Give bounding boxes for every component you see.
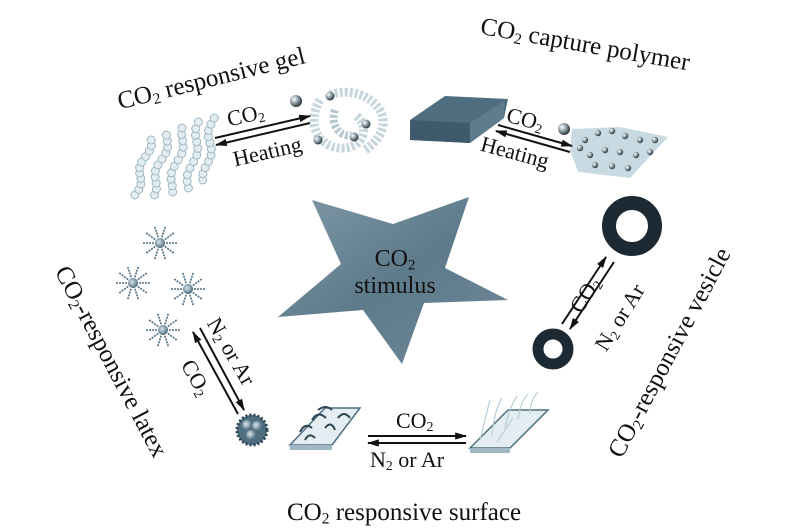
gel-bead <box>193 117 203 127</box>
latex-particle <box>142 225 178 261</box>
gel-bead <box>161 130 171 140</box>
co2-molecule-icon <box>290 95 302 107</box>
gel-equilibrium-arrows <box>214 95 312 147</box>
surface-forward-label: CO2 <box>396 408 434 434</box>
gel-coils-icon <box>130 113 219 200</box>
co2-stimulus-star <box>278 197 508 364</box>
co2-ball <box>591 161 599 169</box>
captured-co2-balls <box>576 127 659 172</box>
co2-ball <box>576 144 584 152</box>
co2-ball <box>594 129 602 137</box>
co2-ball <box>624 164 632 172</box>
co2-ball <box>621 132 629 140</box>
center-label: CO2 stimulus <box>340 246 450 299</box>
co2-ball <box>608 127 616 135</box>
latex-particle <box>145 312 181 348</box>
aggregated-latex-particle-icon <box>235 413 269 447</box>
surface-equilibrium-arrows <box>366 432 468 447</box>
co2-ball <box>646 148 654 156</box>
co2-ball <box>601 146 609 154</box>
large-vesicle-icon <box>602 196 662 256</box>
co2-ball <box>581 136 589 144</box>
co2-ball <box>632 151 640 159</box>
co2-molecule-icon <box>558 123 570 135</box>
latex-particle <box>115 265 151 301</box>
vesicle-equilibrium-arrows <box>561 255 615 331</box>
co2-ball <box>636 136 644 144</box>
gel-bead <box>169 161 179 171</box>
gel-bead <box>177 123 187 133</box>
co2-ball <box>616 148 624 156</box>
extended-brush-surface-icon <box>468 391 550 453</box>
gel-bead <box>209 113 219 123</box>
gel-network-icon <box>309 87 388 154</box>
center-co2: CO <box>374 246 408 272</box>
center-stimulus: stimulus <box>354 272 436 299</box>
gel-bead <box>153 160 163 170</box>
capture-equilibrium-arrows <box>494 123 574 153</box>
co2-ball <box>608 162 616 170</box>
surface-reverse-label: N2 or Ar <box>370 447 445 473</box>
surface-title: CO2 responsive surface <box>287 499 522 528</box>
co2-ball <box>586 151 594 159</box>
co2-ball <box>651 136 659 144</box>
latex-particle <box>170 271 206 307</box>
gel-bead <box>185 163 195 173</box>
collapsed-brush-surface-icon <box>288 406 362 450</box>
gel-bead <box>146 135 156 145</box>
small-vesicle-icon <box>532 328 574 370</box>
latex-equilibrium-arrows <box>192 327 245 415</box>
dispersed-latex-particles-icon <box>115 225 206 348</box>
